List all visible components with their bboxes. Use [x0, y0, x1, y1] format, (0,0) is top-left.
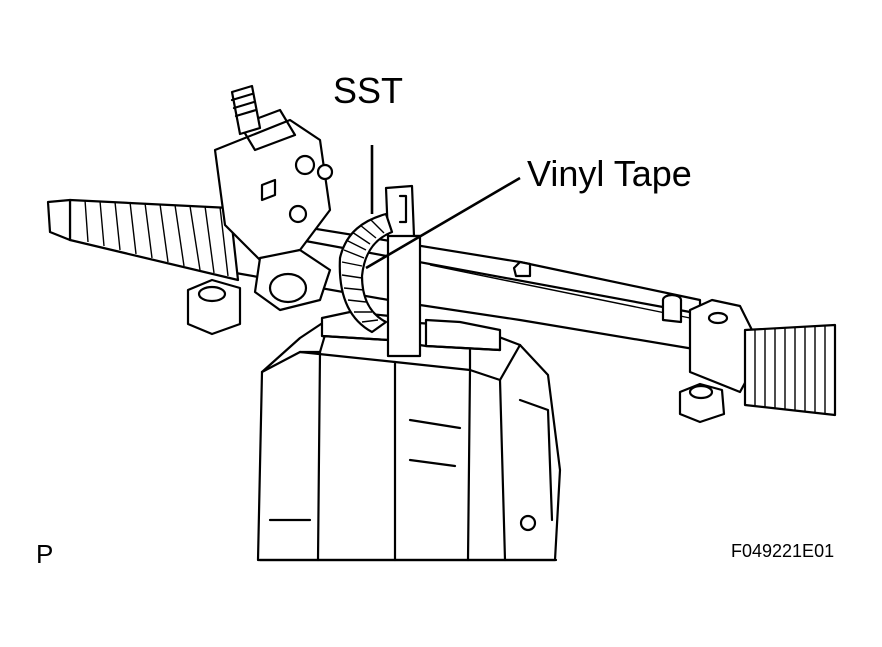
bench-vise — [256, 316, 562, 562]
figure-id-label: F049221E01 — [731, 541, 835, 561]
vinyl-tape-leader-line — [365, 176, 521, 270]
sst-clamp — [338, 184, 422, 358]
vinyl-tape-label: Vinyl Tape — [527, 153, 692, 194]
sst-label: SST — [333, 70, 404, 111]
view-code-label: P — [36, 539, 54, 569]
left-boot — [46, 198, 240, 282]
valve-body — [186, 84, 334, 336]
right-boot — [743, 323, 837, 417]
vise-jaws — [320, 310, 502, 352]
